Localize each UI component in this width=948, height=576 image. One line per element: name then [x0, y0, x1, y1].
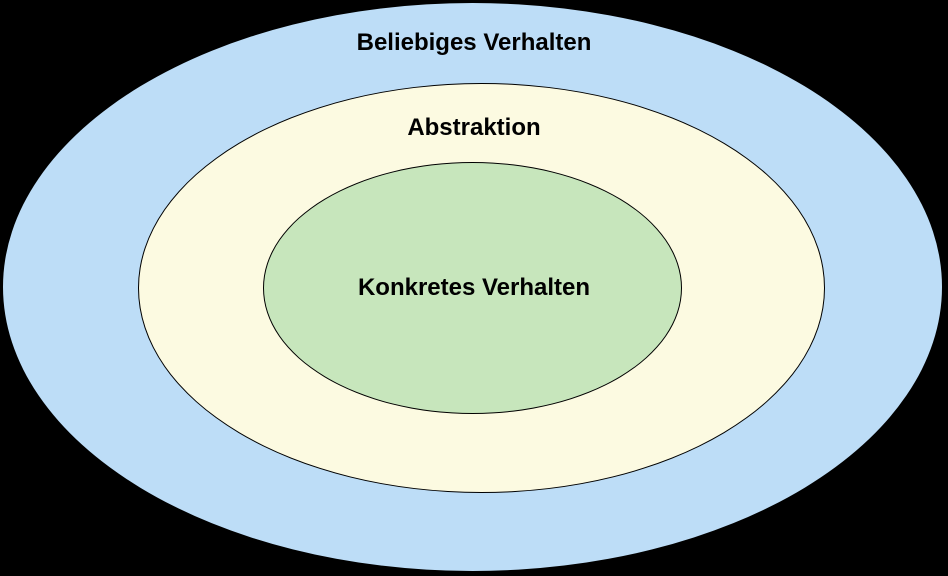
inner-ellipse-label: Konkretes Verhalten	[357, 274, 591, 301]
inner-ellipse-konkretes-verhalten	[263, 162, 682, 414]
outer-ellipse-label: Beliebiges Verhalten	[356, 29, 592, 56]
middle-ellipse-label: Abstraktion	[407, 114, 541, 141]
